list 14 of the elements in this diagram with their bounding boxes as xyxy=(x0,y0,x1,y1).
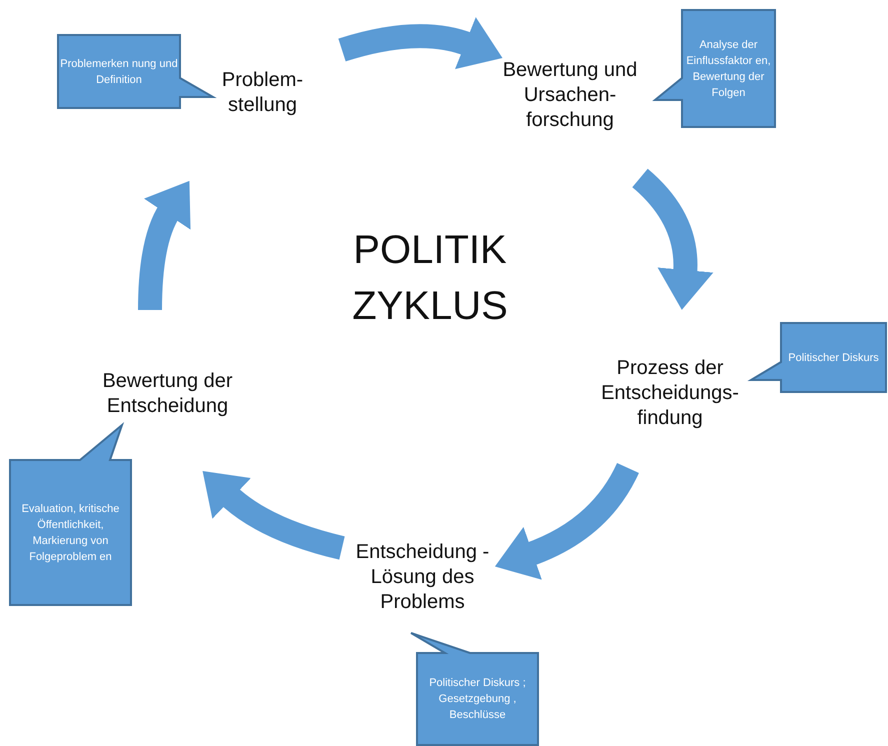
curved-arrow xyxy=(138,180,192,310)
stage-label: Bewertung der Entscheidung xyxy=(101,369,234,419)
callout-text: Analyse der Einflussfaktor en, Bewertung der Folgen xyxy=(685,38,772,100)
curved-arrow xyxy=(202,472,345,560)
callout-text: Evaluation, kritische Öffentlichkeit, Markierung von Folgeproblem en xyxy=(20,502,120,564)
stage-label: Entscheidung - Lösung des Problems xyxy=(354,540,490,614)
callout-text: Politischer Diskurs xyxy=(788,350,879,366)
stage-label: Problem-stellung xyxy=(220,68,304,118)
callout-text: Politischer Diskurs ; Gesetzgebung , Beschlüsse xyxy=(428,676,527,723)
stage-label: Bewertung und Ursachen-forschung xyxy=(502,58,638,132)
curved-arrow xyxy=(338,16,503,70)
callout-text: Problemerken nung und Definition xyxy=(60,56,178,88)
diagram-title: POLITIK ZYKLUS xyxy=(351,227,509,330)
stage-label: Prozess der Entscheidungs-findung xyxy=(600,356,740,430)
